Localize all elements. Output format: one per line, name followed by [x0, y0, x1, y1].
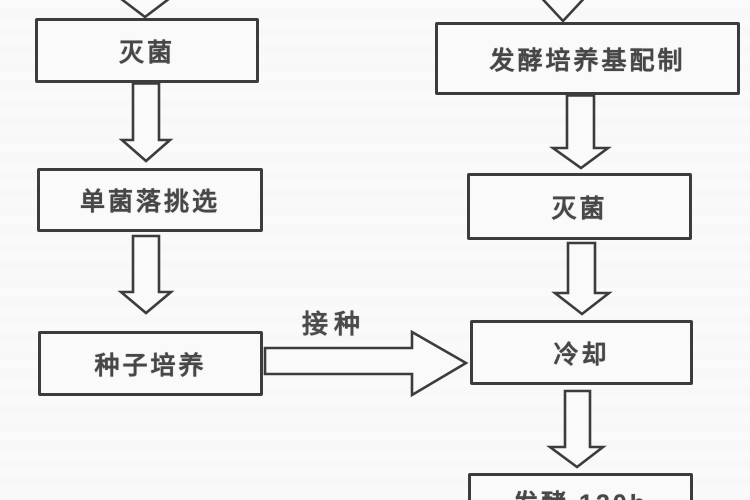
arrow-sterilize-to-cooling-icon [551, 241, 613, 316]
arrow-into-medium-prep-icon [541, 0, 585, 23]
flow-node-label: 发酵培养基配制 [489, 46, 686, 75]
flow-node-label: 单菌落挑选 [79, 188, 220, 216]
flow-node-label: 冷却 [553, 340, 610, 369]
arrow-inoculation-icon [263, 329, 469, 398]
arrow-sterilize-to-colony-icon [118, 82, 174, 163]
flow-node-label: 发酵 120h [513, 484, 648, 500]
flow-node-colony-pick: 单菌落挑选 [37, 168, 263, 232]
flow-node-seed-culture: 种子培养 [38, 331, 263, 396]
arrow-into-sterilize-left-icon [120, 0, 170, 19]
arrow-cooling-to-fermentation-icon [546, 389, 607, 469]
flow-node-fermentation: 发酵 120h [468, 473, 693, 500]
flow-node-label: 灭菌 [551, 194, 608, 223]
inoculation-arrow-label: 接种 [302, 309, 367, 339]
arrow-medium-to-sterilize-icon [548, 94, 612, 170]
flow-node-sterilize-right: 灭菌 [467, 173, 692, 240]
flow-node-sterilize-left: 灭菌 [35, 18, 259, 83]
flow-node-cooling: 冷却 [470, 320, 693, 385]
flow-node-label: 种子培养 [94, 351, 207, 380]
arrow-colony-to-seed-icon [117, 234, 175, 315]
flow-node-label: 灭菌 [118, 38, 175, 67]
flow-node-medium-prep: 发酵培养基配制 [435, 22, 740, 95]
